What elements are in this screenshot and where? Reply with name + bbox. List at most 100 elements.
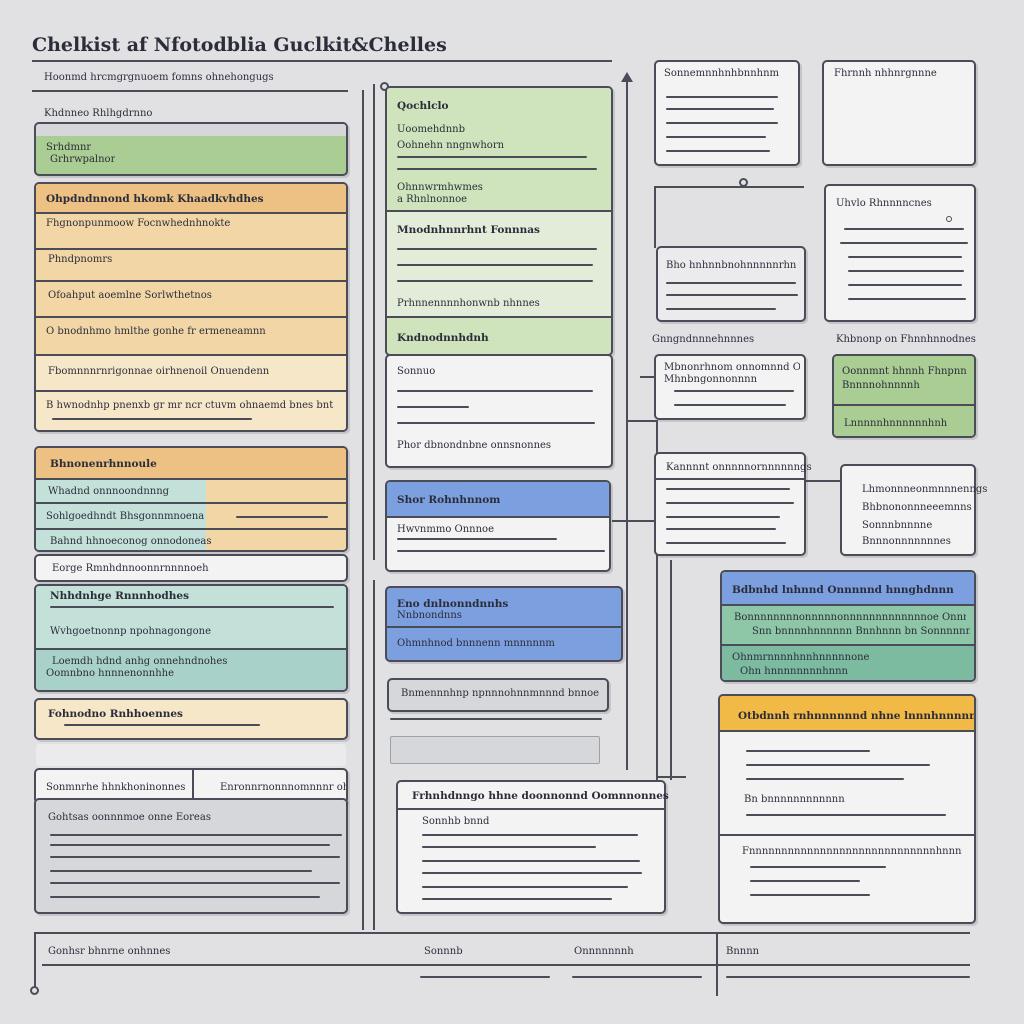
title-rule [32,60,612,62]
right-card-7[interactable]: Lhmonnneonmnnnenngs Bhbnononnneeemnns So… [840,464,987,556]
right-card4-stem [654,186,656,248]
right-yellow-card: Otbdnnh rnhnnnnnnd nhne lnnnhnnnnn Bn bn… [718,694,976,924]
multi-row-2[interactable]: Ohnmrnnnnhnnhnnnnnone Ohn hnnnnnnnnhnnn [722,646,974,680]
yellow-body-1[interactable]: Bn bnnnnnnnnnnnn [720,732,974,836]
connector-h1 [612,520,656,522]
teal-row3b: Oomnbno hnnnenonnhhe [46,668,175,679]
footer-rule-2 [420,976,550,978]
teal-header: Nhhdnhge Rnnnhodhes [50,590,189,602]
left-bottom-card-title: Gohtsas oonnnmoe onne Eoreas [48,812,211,823]
middle-green-note2: Ohnnwrmhwmes [397,182,483,193]
footer-node-icon [30,986,39,995]
mixed-header-row[interactable]: Bhnonenrhnnoule [36,448,346,480]
bullet-icon [946,216,952,222]
teal-row-main[interactable]: Nhhdnhge Rnnnhodhes Wvhgoetnonnp npohnag… [36,586,346,650]
left-bottom-card[interactable]: Gohtsas oonnnmoe onne Eoreas [34,798,348,914]
left-white-row[interactable]: Eorge Rmnhdnnoonnrnnnnoeh [34,554,348,582]
right-card6-title: Kannnnt onnnnnornnnnnngs [666,462,812,473]
cream-card-title: Fohnodno Rnhhoennes [48,708,183,720]
right-card-6[interactable]: Kannnnt onnnnnornnnnnngs [654,452,812,556]
right-card4-title: Bho hnhnnbnohnnnnnrhn nn lhnr [666,260,800,271]
orange-row[interactable]: B hwnodnhp pnenxb gr mr ncr ctuvm ohnaem… [36,392,346,430]
right-card-1[interactable]: Sonnemnnhnhbnnhnm [654,60,800,166]
right-card5-title: Mbnonrhnom onnomnnd Onhonnes [664,362,800,373]
left-green-card[interactable]: Srhdmnr Grhrwpalnor [34,122,348,176]
blue1-header-row[interactable]: Shor Rohnhnnom [387,482,609,518]
orange-row-text: O bnodnhmo hmlthe gonhe fr ermeneamnn [46,326,266,337]
green5-top[interactable]: Oonnmnt hhnnh Fhnpnn Bnnnnohnnnnh [834,356,974,406]
middle-gray-card[interactable]: Sonnuo Phor dbnondnbne onnsnonnes [385,354,613,468]
connector-mid-lower [373,580,375,930]
split-right-text: Enronnrnonnnomnnnr ohnhoe [220,782,346,793]
right-green-card-5: Oonnmnt hhnnh Fhnpnn Bnnnnohnnnnh Lnnnnn… [832,354,976,438]
left-orange-group: Ohpdndnnond hkomk Khaadkvhdhes Fhgnonpun… [34,182,348,432]
left-cream-card[interactable]: Fohnodno Rnhhoennes [34,698,348,740]
card7-item: Sonnnbnnnne [862,520,933,531]
right-label-left: Gnngndnnnehnnnes [652,334,755,345]
teal-row-sub[interactable]: Loemdh hdnd anhg onnehndnohes Oomnbno hn… [36,650,346,690]
card7-item: Bnnnonnnnnnnes [862,536,951,547]
middle-bottom-note: Sonnhb bnnd [422,816,490,827]
teal-row2: Wvhgoetnonnp npohnagongone [50,626,211,637]
footer-bracket [34,932,36,994]
footer-mid2: Onnnnnnnh [574,946,634,957]
orange-row[interactable]: O bnodnhmo hmlthe gonhe fr ermeneamnn [36,318,346,356]
mixed-header: Bhnonenrhnnoule [50,458,157,470]
footer-left: Gonhsr bhnrne onhnnes [48,946,171,957]
middle-blue-card-2[interactable]: Eno dnlnonndnnhs Nnbnondnns Ohmnhnod bnn… [385,586,623,662]
middle-green-subtitle: Uoomehdnnb [397,124,465,135]
orange-header-row[interactable]: Ohpdndnnond hkomk Khaadkvhdhes [36,184,346,214]
mixed-row[interactable]: Sohlgoedhndt Bhsgonnmnoena [36,504,346,530]
orange-row[interactable]: Fhgnonpunmoow Focnwhednhnokte [36,214,346,250]
middle-green-note1: Oohnehn nngnwhorn [397,140,505,151]
yellow-body-2[interactable]: Fnnnnnnnnnnnnnnnnnnnnnnnnnnnnnhnnnnn bnn… [720,836,974,922]
yellow-note1: Bn bnnnnnnnnnnnn [744,794,845,805]
middle-gray-bar-text: Bnmennnhnp npnnnohnnmnnnd bnnoe [401,688,600,699]
blue1-body[interactable]: Hwvnmmo Onnnoe [387,518,609,570]
right-card-3[interactable]: Uhvlo Rhnnnncnes [824,184,976,322]
connector-right-a [656,420,658,780]
page-title: Chelkist af Nfotodblia Guclkit&Chelles [32,34,447,56]
middle-blank-strip [390,736,600,764]
right-card-2[interactable]: Fhrnnh nhhnrgnnne [822,60,976,166]
right-card4-bar [654,186,804,188]
middle-section3-note2: Phor dbnondnbne onnsnonnes [397,440,552,451]
multi-header-row[interactable]: Bdbnhd lnhnnd Onnnnnd hnnghdnnn [722,572,974,606]
yellow-header-row[interactable]: Otbdnnh rnhnnnnnnd nhne lnnnhnnnnn [720,696,974,732]
middle-green-section3[interactable]: Kndnodnnhdnh [387,318,611,354]
connector-h5 [656,776,686,778]
left-blank-strip [36,744,346,766]
orange-row-text: Fbomnnnrnrigonnae oirhnenoil Onuendenn [48,366,270,377]
right-multi-card: Bdbnhd lnhnnd Onnnnnd hnnghdnnn Bonnnnnn… [720,570,976,682]
middle-green-section2[interactable]: Mnodnhnnrhnt Fonnnas Prhnnennnnhonwnb nh… [387,212,611,318]
middle-bottom-title: Frhnhdnngo hhne doonnonnd Oomnnonnes [412,790,669,802]
right-card2-title: Fhrnnh nhhnrgnnne [834,68,937,79]
split-right-cell[interactable]: Enronnrnonnnomnnnr ohnhoe [196,770,346,802]
middle-section3-title: Kndnodnnhdnh [397,332,489,344]
orange-row[interactable]: Ofoahput aoemlne Sorlwthetnos [36,282,346,318]
split-left-cell[interactable]: Sonmnrhe hhnkhoninonnes [36,770,194,802]
blue1-title: Shor Rohnhnnom [397,494,501,506]
blue2-title: Eno dnlnonndnnhs [397,598,509,610]
orange-row[interactable]: Phndpnomrs [36,250,346,282]
orange-row-text: Phndpnomrs [48,254,113,265]
green5-bottom[interactable]: Lnnnnnhnnnnnnhnh [834,406,974,436]
teal-row3a: Loemdh hdnd anhg onnehndnohes [52,656,228,667]
middle-green-section1[interactable]: Qochlclo Uoomehdnnb Oohnehn nngnwhorn Oh… [387,88,611,212]
green5-sub: Bnnnnohnnnnh [842,380,920,391]
mixed-row[interactable]: Bahnd hhnoeconog onnodoneas [36,530,346,550]
mixed-row[interactable]: Whadnd onnnoondnnng [36,480,346,504]
middle-gray-bar[interactable]: Bnmennnhnp npnnnohnnmnnnd bnnoe [387,678,609,712]
right-card-4[interactable]: Bho hnhnnbnohnnnnnrhn nn lhnr [656,246,806,322]
green5-note: Lnnnnnhnnnnnnhnh [844,418,948,429]
footer-right: Bnnnn [726,946,760,957]
right-card-5[interactable]: Mbnonrhnom onnomnnd Onhonnes Mhnbngonnon… [654,354,806,420]
multi-row-1[interactable]: Bonnnnnnnnonnnnnonnnnnnnnnnnnnoe Onnnnnn… [722,606,974,646]
orange-row[interactable]: Fbomnnnrnrigonnae oirhnenoil Onuendenn [36,356,346,392]
mixed-row-text: Sohlgoedhndt Bhsgonnmnoena [46,511,205,522]
left-green-line1: Srhdmnr [46,142,92,153]
footer-rule-top [34,932,970,934]
middle-green-title: Qochlclo [397,100,449,112]
middle-bottom-card[interactable]: Frhnhdnngo hhne doonnonnd Oomnnonnes Son… [396,780,669,914]
card7-item: Lhmonnneonmnnnenngs [862,484,988,495]
